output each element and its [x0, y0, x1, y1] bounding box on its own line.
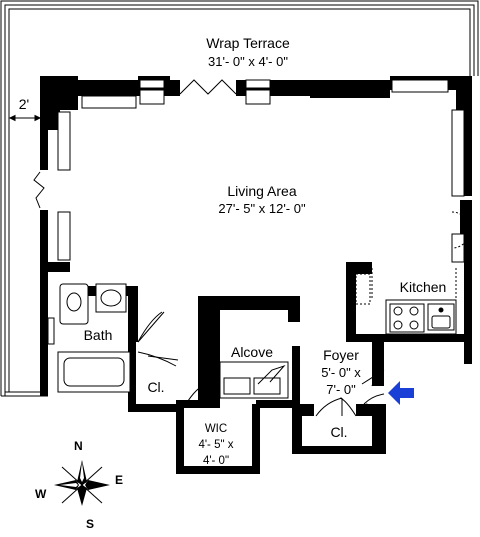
alcove-bed [219, 361, 289, 399]
kitchen-name: Kitchen [400, 279, 447, 295]
room-labels: Wrap Terrace 31'- 0" x 4'- 0" 2' Living … [19, 35, 447, 467]
living-name: Living Area [227, 183, 296, 199]
foyer-name: Foyer [323, 347, 359, 363]
terrace-dims: 31'- 0" x 4'- 0" [208, 54, 288, 69]
terrace-width-marker [8, 114, 42, 122]
compass-s: S [86, 517, 94, 531]
closet-right-name: Cl. [330, 424, 347, 440]
wic-dims-2: 4'- 0" [203, 455, 229, 467]
foyer-dims-2: 7'- 0" [326, 382, 356, 397]
compass-e: E [115, 473, 123, 487]
kitchen-fixtures [355, 211, 471, 335]
terrace-width: 2' [19, 96, 29, 112]
compass-n: N [74, 439, 83, 453]
closet-left-name: Cl. [147, 379, 164, 395]
entry-arrow [388, 381, 414, 405]
door-swings [137, 311, 385, 417]
terrace-outline [0, 0, 479, 397]
living-dims: 27'- 5" x 12'- 0" [218, 201, 306, 216]
foyer-dims-1: 5'- 0" x [321, 365, 361, 380]
terrace-doors [33, 79, 237, 209]
bath-name: Bath [84, 327, 113, 343]
wic-dims-1: 4'- 5" x [198, 439, 233, 451]
wic-name: WIC [205, 423, 227, 435]
windows [57, 79, 465, 263]
alcove-name: Alcove [231, 344, 273, 360]
terrace-name: Wrap Terrace [206, 35, 290, 51]
bath-fixtures [47, 283, 131, 393]
compass-w: W [35, 487, 47, 501]
walls [40, 76, 472, 474]
compass-rose: N S E W [35, 439, 123, 531]
